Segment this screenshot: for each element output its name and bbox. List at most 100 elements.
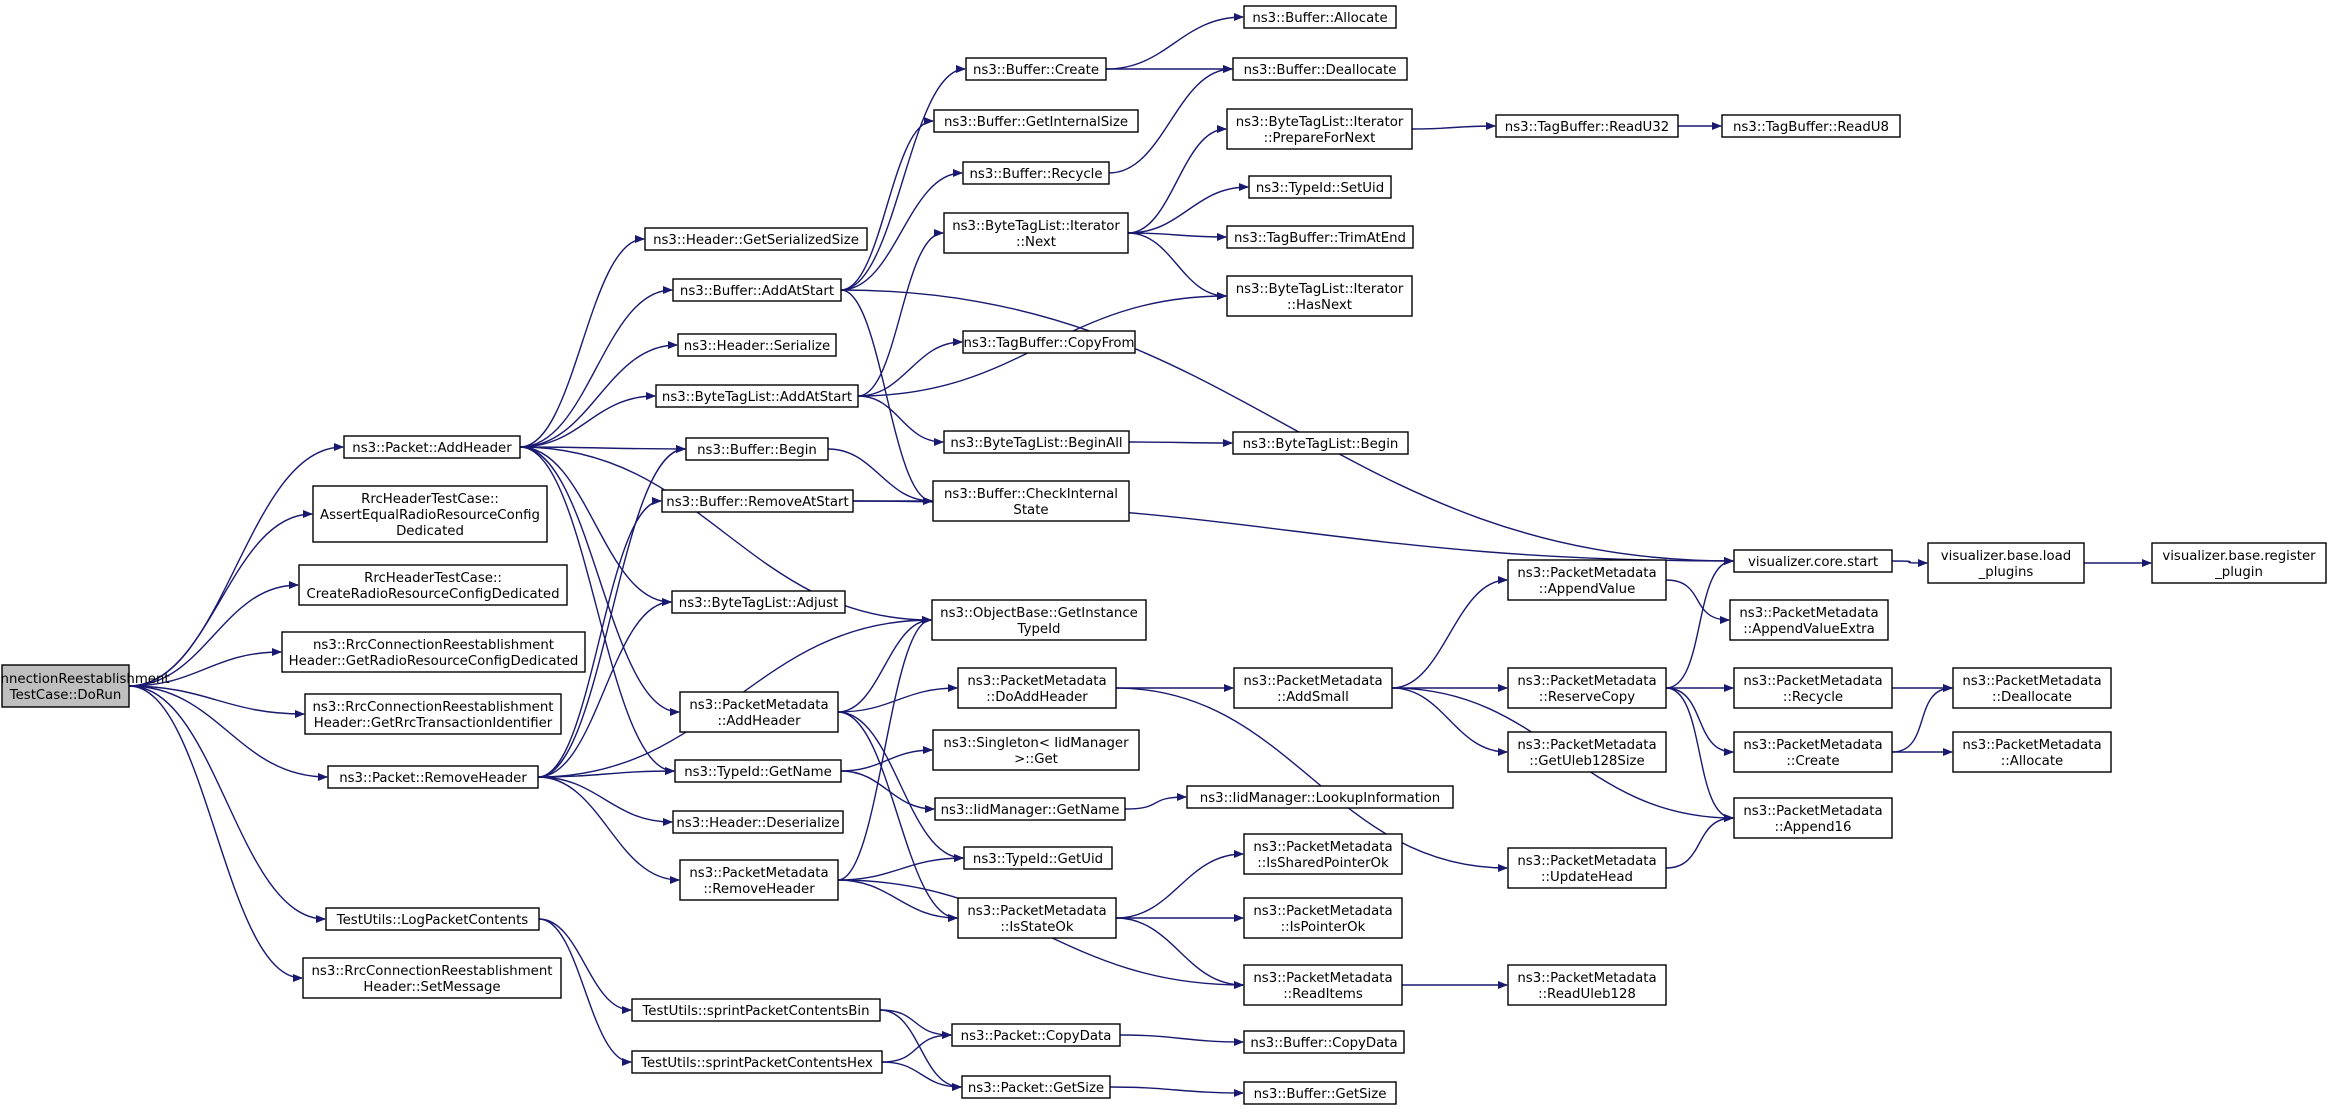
node-label: Dedicated xyxy=(396,524,464,539)
node-hdr-deserialize[interactable]: ns3::Header::Deserialize xyxy=(672,810,844,834)
node-pm-append-value-extra[interactable]: ns3::PacketMetadata::AppendValueExtra xyxy=(1729,599,1889,641)
node-buf-deallocate[interactable]: ns3::Buffer::Deallocate xyxy=(1232,57,1408,81)
node-add-header[interactable]: ns3::Packet::AddHeader xyxy=(343,435,521,459)
node-buf-create[interactable]: ns3::Buffer::Create xyxy=(965,57,1107,81)
call-edge-add-header-to-hdr-get-ser-size xyxy=(519,235,645,448)
node-buf-add-at-start[interactable]: ns3::Buffer::AddAtStart xyxy=(672,278,842,302)
node-buf-begin[interactable]: ns3::Buffer::Begin xyxy=(685,437,829,461)
node-buf-allocate[interactable]: ns3::Buffer::Allocate xyxy=(1243,5,1397,29)
node-root[interactable]: RrcConnectionReestablishmentTestCase::Do… xyxy=(0,664,170,708)
node-tb-read-u8[interactable]: ns3::TagBuffer::ReadU8 xyxy=(1721,114,1901,138)
node-type-id-set-uid[interactable]: ns3::TypeId::SetUid xyxy=(1248,175,1392,199)
node-pm-create[interactable]: ns3::PacketMetadata::Create xyxy=(1733,731,1893,773)
node-box xyxy=(1733,549,1893,573)
call-edge-buf-add-at-start-to-buf-create xyxy=(840,65,966,291)
node-set-message[interactable]: ns3::RrcConnectionReestablishmentHeader:… xyxy=(302,957,562,999)
call-edge-viz-core-start-to-viz-load-plugins xyxy=(1891,558,1928,567)
node-label: ns3::Buffer::Recycle xyxy=(969,167,1102,182)
node-type-id-get-name[interactable]: ns3::TypeId::GetName xyxy=(674,759,842,783)
node-pm-read-items[interactable]: ns3::PacketMetadata::ReadItems xyxy=(1243,964,1403,1006)
node-box xyxy=(1243,1081,1397,1105)
node-assert-equal[interactable]: RrcHeaderTestCase::AssertEqualRadioResou… xyxy=(312,485,548,543)
node-viz-register-plugin[interactable]: visualizer.base.register_plugin xyxy=(2151,542,2327,584)
node-label: ::RemoveHeader xyxy=(703,882,815,897)
node-label: ns3::TypeId::GetUid xyxy=(973,852,1103,867)
node-pm-add-small[interactable]: ns3::PacketMetadata::AddSmall xyxy=(1233,667,1393,709)
node-box xyxy=(1226,225,1414,249)
node-label: ns3::ByteTagList::Adjust xyxy=(679,596,838,611)
node-buf-get-size[interactable]: ns3::Buffer::GetSize xyxy=(1243,1081,1397,1105)
node-sprint-bin[interactable]: TestUtils::sprintPacketContentsBin xyxy=(631,998,881,1022)
node-pm-reserve-copy[interactable]: ns3::PacketMetadata::ReserveCopy xyxy=(1507,667,1667,709)
call-edge-root-to-set-message xyxy=(128,685,303,982)
node-tb-copy-from[interactable]: ns3::TagBuffer::CopyFrom xyxy=(962,330,1136,354)
node-label: ::AddHeader xyxy=(717,714,801,729)
node-label: ::IsSharedPointerOk xyxy=(1257,856,1389,871)
node-box xyxy=(302,957,562,999)
node-pkt-copy-data[interactable]: ns3::Packet::CopyData xyxy=(951,1023,1121,1047)
node-get-rrc-trans[interactable]: ns3::RrcConnectionReestablishmentHeader:… xyxy=(304,693,562,735)
node-btl-iter-has-next[interactable]: ns3::ByteTagList::Iterator::HasNext xyxy=(1226,275,1413,317)
node-tb-trim-at-end[interactable]: ns3::TagBuffer::TrimAtEnd xyxy=(1226,225,1414,249)
node-pm-append16[interactable]: ns3::PacketMetadata::Append16 xyxy=(1733,797,1893,839)
node-pm-recycle[interactable]: ns3::PacketMetadata::Recycle xyxy=(1733,667,1893,709)
node-label: ns3::PacketMetadata xyxy=(1517,566,1656,581)
node-pm-do-add-header[interactable]: ns3::PacketMetadata::DoAddHeader xyxy=(957,667,1117,709)
node-pm-read-uleb128[interactable]: ns3::PacketMetadata::ReadUleb128 xyxy=(1507,964,1667,1006)
node-pm-remove-header[interactable]: ns3::PacketMetadata::RemoveHeader xyxy=(679,859,839,901)
node-label: ns3::TypeId::SetUid xyxy=(1256,181,1384,196)
node-pm-update-head[interactable]: ns3::PacketMetadata::UpdateHead xyxy=(1507,847,1667,889)
call-edge-root-to-assert-equal xyxy=(128,510,313,687)
node-singleton-get[interactable]: ns3::Singleton< IidManager>::Get xyxy=(932,729,1140,771)
node-remove-header[interactable]: ns3::Packet::RemoveHeader xyxy=(327,765,539,789)
node-pm-add-header[interactable]: ns3::PacketMetadata::AddHeader xyxy=(679,691,839,733)
node-label: ns3::Buffer::Deallocate xyxy=(1244,63,1397,78)
node-label: ns3::TagBuffer::TrimAtEnd xyxy=(1234,231,1406,246)
node-label: RrcHeaderTestCase:: xyxy=(364,571,502,586)
call-edge-pm-add-header-to-pm-is-state-ok xyxy=(837,711,958,922)
node-tb-read-u32[interactable]: ns3::TagBuffer::ReadU32 xyxy=(1495,114,1679,138)
node-buf-copy-data[interactable]: ns3::Buffer::CopyData xyxy=(1243,1030,1405,1054)
node-viz-load-plugins[interactable]: visualizer.base.load_plugins xyxy=(1927,542,2085,584)
node-pm-allocate[interactable]: ns3::PacketMetadata::Allocate xyxy=(1952,731,2112,773)
node-pm-deallocate[interactable]: ns3::PacketMetadata::Deallocate xyxy=(1952,667,2112,709)
node-pm-append-value[interactable]: ns3::PacketMetadata::AppendValue xyxy=(1507,559,1667,601)
node-pkt-get-size[interactable]: ns3::Packet::GetSize xyxy=(961,1075,1111,1099)
node-pm-is-pointer-ok[interactable]: ns3::PacketMetadata::IsPointerOk xyxy=(1243,897,1403,939)
node-box xyxy=(655,384,859,408)
node-pm-get-uleb128-size[interactable]: ns3::PacketMetadata::GetUleb128Size xyxy=(1507,731,1667,773)
call-edge-type-id-get-name-to-iid-get-name xyxy=(840,770,935,813)
node-label: TestUtils::sprintPacketContentsBin xyxy=(641,1004,869,1019)
node-type-id-get-uid[interactable]: ns3::TypeId::GetUid xyxy=(963,846,1113,870)
node-create-radio[interactable]: RrcHeaderTestCase::CreateRadioResourceCo… xyxy=(298,564,568,606)
node-btl-begin-all[interactable]: ns3::ByteTagList::BeginAll xyxy=(943,430,1130,454)
node-buf-get-internal-size[interactable]: ns3::Buffer::GetInternalSize xyxy=(933,109,1139,133)
node-label: visualizer.core.start xyxy=(1748,555,1878,570)
node-iid-get-name[interactable]: ns3::IidManager::GetName xyxy=(934,797,1126,821)
node-viz-core-start[interactable]: visualizer.core.start xyxy=(1733,549,1893,573)
node-box xyxy=(679,691,839,733)
node-label: ns3::PacketMetadata xyxy=(967,904,1106,919)
node-pm-is-state-ok[interactable]: ns3::PacketMetadata::IsStateOk xyxy=(957,897,1117,939)
node-label: ns3::PacketMetadata xyxy=(1253,971,1392,986)
node-hdr-serialize[interactable]: ns3::Header::Serialize xyxy=(677,333,837,357)
node-label: TypeId xyxy=(1017,622,1061,637)
node-btl-begin[interactable]: ns3::ByteTagList::Begin xyxy=(1232,431,1409,455)
node-btl-iter-prepare[interactable]: ns3::ByteTagList::Iterator::PrepareForNe… xyxy=(1226,108,1413,150)
node-buf-remove-at-start[interactable]: ns3::Buffer::RemoveAtStart xyxy=(661,489,854,513)
node-hdr-get-ser-size[interactable]: ns3::Header::GetSerializedSize xyxy=(644,227,868,251)
node-btl-adjust[interactable]: ns3::ByteTagList::Adjust xyxy=(671,590,846,614)
node-btl-add-at-start[interactable]: ns3::ByteTagList::AddAtStart xyxy=(655,384,859,408)
node-pm-is-shared-ptr-ok[interactable]: ns3::PacketMetadata::IsSharedPointerOk xyxy=(1243,833,1403,875)
node-sprint-hex[interactable]: TestUtils::sprintPacketContentsHex xyxy=(631,1050,883,1074)
node-log-packet[interactable]: TestUtils::LogPacketContents xyxy=(325,907,540,931)
call-edge-root-to-remove-header xyxy=(128,685,328,781)
node-get-radio-ded[interactable]: ns3::RrcConnectionReestablishmentHeader:… xyxy=(281,631,586,673)
node-btl-iter-next[interactable]: ns3::ByteTagList::Iterator::Next xyxy=(943,212,1129,254)
node-buf-recycle[interactable]: ns3::Buffer::Recycle xyxy=(962,161,1110,185)
node-box xyxy=(943,212,1129,254)
node-label: _plugins xyxy=(1978,565,2034,580)
node-iid-lookup[interactable]: ns3::IidManager::LookupInformation xyxy=(1186,785,1454,809)
